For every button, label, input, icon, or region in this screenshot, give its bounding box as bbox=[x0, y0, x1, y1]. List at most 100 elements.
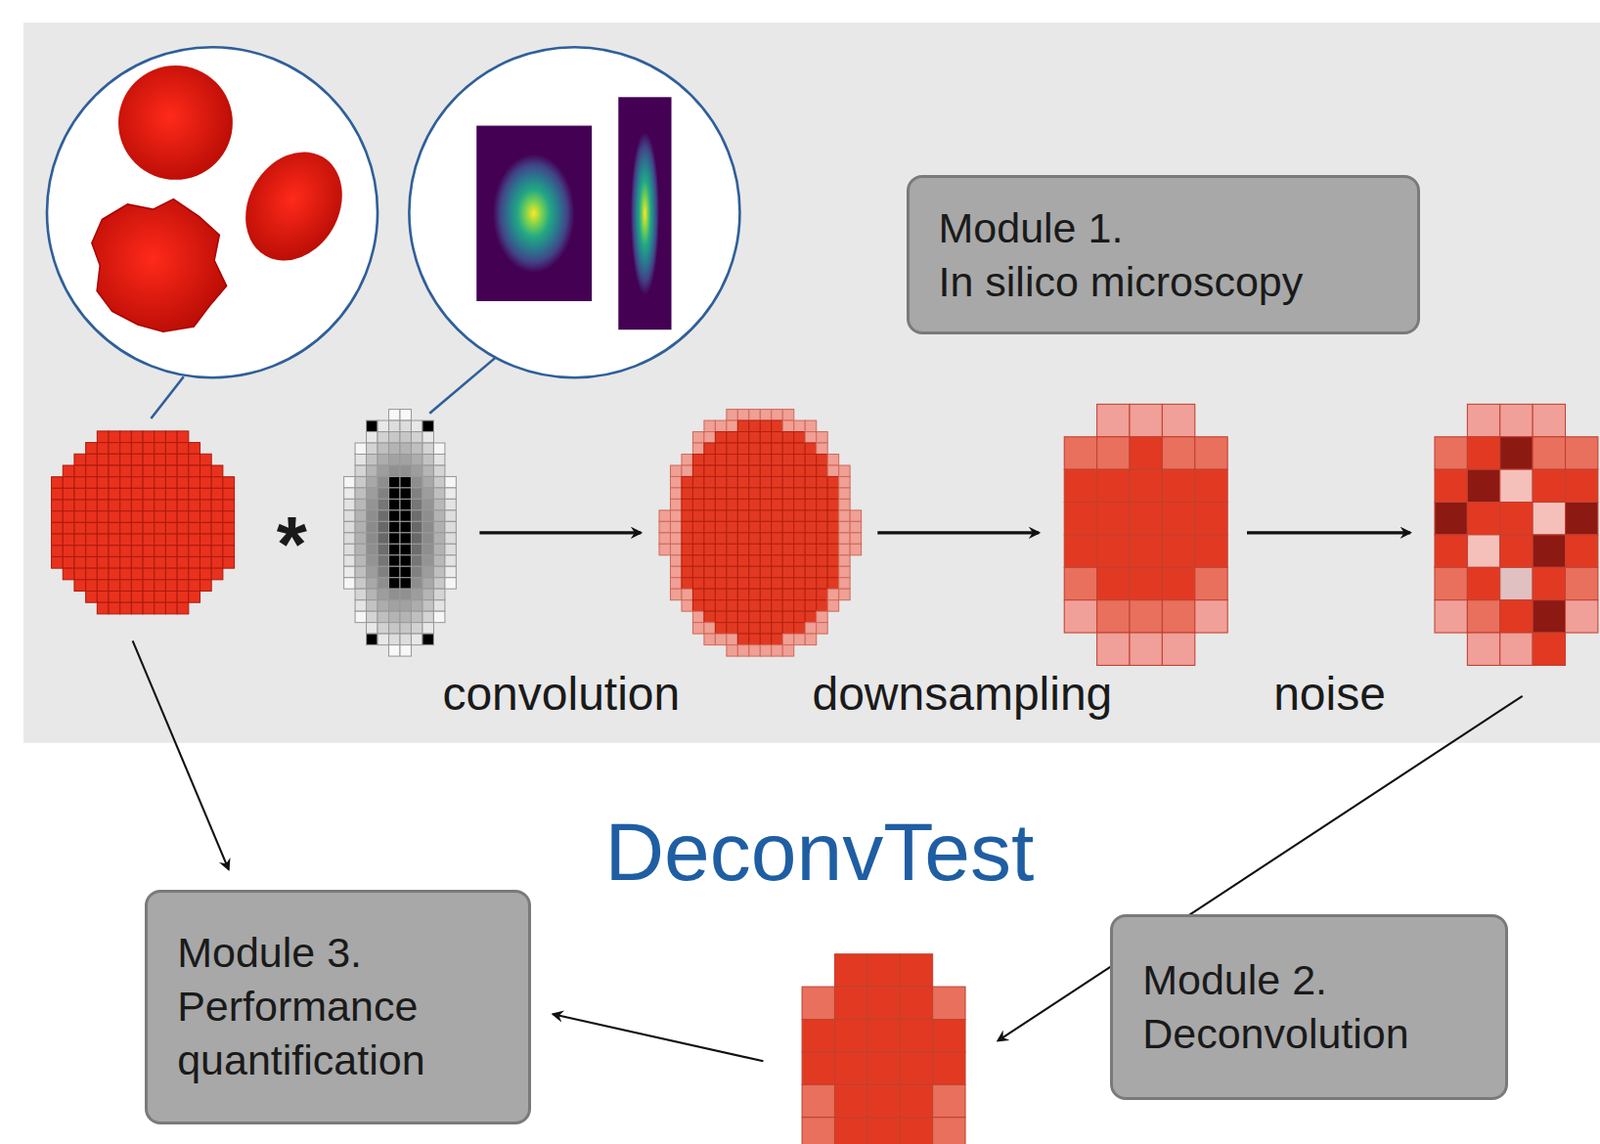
pixel bbox=[867, 1117, 900, 1144]
pixel bbox=[154, 533, 167, 546]
pixel bbox=[827, 498, 839, 510]
pixel bbox=[400, 577, 411, 589]
pixel bbox=[714, 498, 726, 510]
pixel bbox=[344, 566, 356, 578]
pixel bbox=[704, 443, 715, 454]
pixel bbox=[422, 488, 434, 499]
pixel bbox=[400, 432, 411, 444]
pixel bbox=[433, 533, 445, 544]
pixel bbox=[737, 498, 749, 510]
pixel bbox=[737, 521, 749, 533]
pixel bbox=[759, 588, 771, 600]
pixel bbox=[704, 611, 715, 623]
pixel bbox=[410, 577, 422, 589]
pixel bbox=[714, 600, 726, 612]
pixel bbox=[899, 986, 933, 1020]
pixel bbox=[355, 543, 366, 555]
pixel bbox=[188, 556, 201, 569]
shape-callout bbox=[46, 46, 378, 378]
pixel bbox=[422, 432, 434, 444]
pixel bbox=[726, 633, 738, 645]
pixel bbox=[681, 600, 693, 612]
pixel bbox=[410, 521, 422, 533]
pixel bbox=[704, 566, 715, 578]
pixel bbox=[714, 555, 726, 567]
pixel bbox=[131, 602, 143, 615]
pixel bbox=[154, 465, 167, 478]
pixel bbox=[142, 499, 155, 512]
pixel bbox=[366, 443, 378, 454]
pixel bbox=[681, 498, 693, 510]
pixel bbox=[410, 510, 422, 522]
pixel bbox=[1500, 403, 1533, 437]
pixel bbox=[771, 533, 783, 544]
pixel bbox=[669, 588, 681, 600]
pixel bbox=[131, 465, 143, 478]
pixel bbox=[188, 568, 201, 580]
pixel bbox=[422, 498, 434, 510]
pixel bbox=[131, 556, 143, 569]
pixel bbox=[400, 409, 411, 421]
pixel bbox=[782, 566, 794, 578]
pixel bbox=[51, 533, 64, 546]
pixel bbox=[188, 499, 201, 512]
pixel bbox=[142, 522, 155, 534]
pixel bbox=[177, 477, 189, 489]
pixel bbox=[366, 588, 378, 600]
pixel bbox=[726, 521, 738, 533]
pixel bbox=[749, 566, 760, 578]
pixel bbox=[410, 443, 422, 454]
pixel bbox=[177, 556, 189, 569]
pixel bbox=[726, 566, 738, 578]
pixel bbox=[714, 465, 726, 477]
pixel bbox=[669, 533, 681, 544]
pixel bbox=[222, 522, 235, 534]
pixel bbox=[433, 498, 445, 510]
pixel bbox=[1500, 469, 1533, 502]
pixel bbox=[366, 633, 378, 645]
pixel bbox=[794, 521, 805, 533]
pixel bbox=[74, 477, 87, 489]
pixel bbox=[389, 420, 400, 432]
pixel bbox=[749, 453, 760, 465]
pixel bbox=[726, 577, 738, 589]
pixel bbox=[804, 521, 816, 533]
pixel bbox=[410, 476, 422, 488]
pixel bbox=[782, 453, 794, 465]
pixel bbox=[410, 633, 422, 645]
pixel bbox=[142, 465, 155, 478]
pixel bbox=[669, 476, 681, 488]
pixel bbox=[1161, 632, 1195, 666]
pixel bbox=[131, 453, 143, 466]
pixel bbox=[816, 432, 828, 444]
pixel bbox=[804, 465, 816, 477]
pixel bbox=[410, 543, 422, 555]
pixel bbox=[344, 533, 356, 544]
pixel bbox=[1064, 437, 1097, 470]
pixel bbox=[377, 432, 389, 444]
pixel bbox=[737, 555, 749, 567]
pixel bbox=[177, 431, 189, 444]
pixel bbox=[1565, 502, 1599, 535]
pixel bbox=[1097, 502, 1130, 535]
psf-images bbox=[476, 96, 671, 330]
pixel bbox=[96, 591, 109, 604]
pixel bbox=[1064, 567, 1097, 600]
pixel bbox=[692, 443, 704, 454]
pixel bbox=[771, 566, 783, 578]
pixel bbox=[704, 476, 715, 488]
pixel bbox=[51, 511, 64, 524]
pixel bbox=[120, 453, 133, 466]
pixel bbox=[165, 568, 178, 580]
pixel bbox=[154, 602, 167, 615]
pixel bbox=[794, 498, 805, 510]
pixel bbox=[726, 611, 738, 623]
pixel bbox=[726, 443, 738, 454]
pixel bbox=[1097, 567, 1130, 600]
pixel bbox=[1129, 403, 1162, 437]
pixel bbox=[422, 420, 434, 432]
pixel bbox=[1500, 437, 1533, 470]
pixel bbox=[839, 488, 850, 499]
pixel bbox=[188, 443, 201, 455]
pixel bbox=[400, 611, 411, 623]
